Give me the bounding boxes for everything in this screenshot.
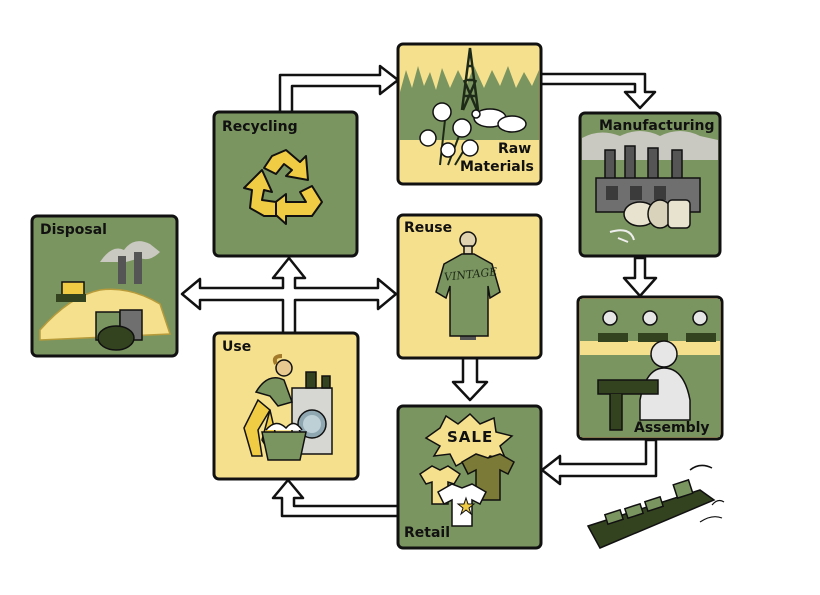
recycle-icon (243, 149, 323, 225)
assembly-label: Assembly (634, 420, 710, 436)
arrow-use-hub (180, 256, 398, 335)
stage-assembly (576, 295, 724, 441)
stage-use (212, 331, 360, 481)
arrow-reuse-to-retail (451, 356, 489, 402)
arrow-recycling-to-raw-materials (278, 64, 400, 114)
stage-manufacturing (578, 111, 722, 258)
sale-sign: SALE (447, 428, 494, 446)
stage-retail (396, 404, 543, 550)
use-label: Use (222, 339, 252, 355)
raw-materials-label-line1: Raw (498, 141, 532, 157)
reuse-label: Reuse (404, 220, 453, 236)
retail-label: Retail (404, 525, 451, 541)
arrow-retail-to-use (271, 478, 400, 518)
raw-materials-label-line2: Materials (460, 159, 534, 175)
arrow-manufacturing-to-assembly (622, 256, 658, 298)
manufacturing-label: Manufacturing (599, 118, 715, 134)
arrow-assembly-to-retail (540, 438, 658, 486)
stage-disposal (30, 214, 179, 358)
stage-recycling (212, 110, 359, 258)
arrow-raw-materials-to-manufacturing (539, 72, 657, 110)
stage-raw-materials (396, 42, 543, 186)
recycling-label: Recycling (222, 119, 298, 135)
cargo-ship-illustration (586, 464, 725, 549)
disposal-label: Disposal (40, 222, 107, 238)
stage-reuse (396, 213, 543, 360)
